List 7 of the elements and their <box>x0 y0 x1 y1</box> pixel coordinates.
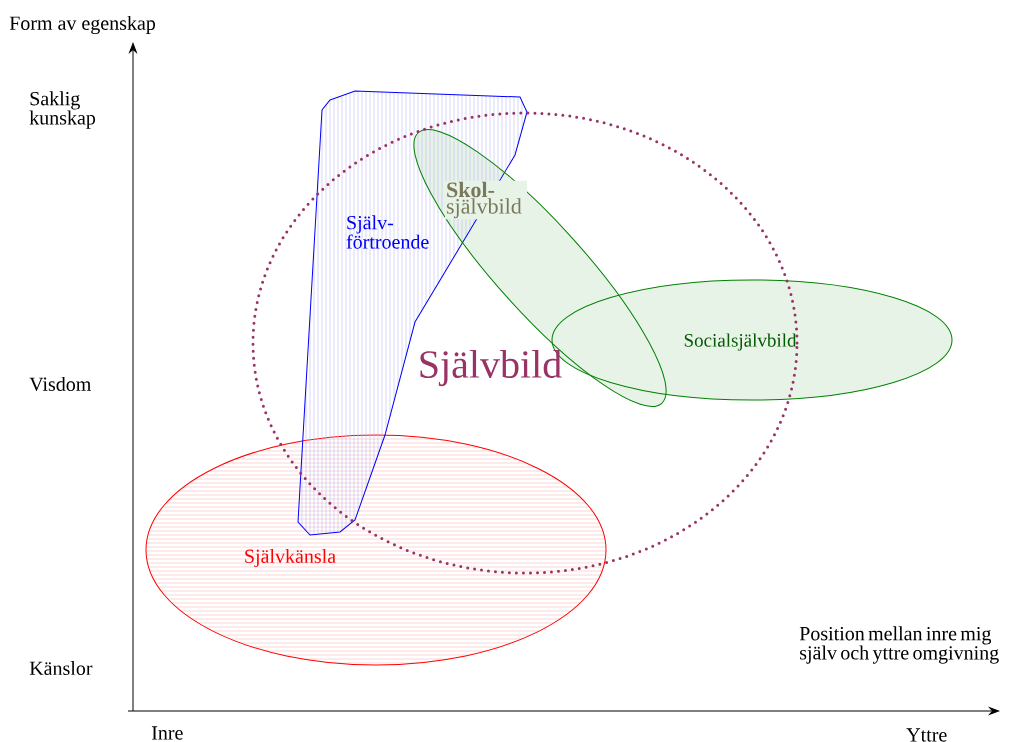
axis-label: Position mellan inre mig själv och yttre omgivning <box>799 626 999 664</box>
axis-label: Inre <box>151 726 183 740</box>
axis-label: Visdom <box>29 376 92 392</box>
axis-label: Saklig kunskap <box>29 91 96 129</box>
axis-label: Yttre <box>906 728 947 742</box>
axis-label: Känslor <box>29 660 93 676</box>
axis-label: Form av egenskap <box>9 15 156 35</box>
